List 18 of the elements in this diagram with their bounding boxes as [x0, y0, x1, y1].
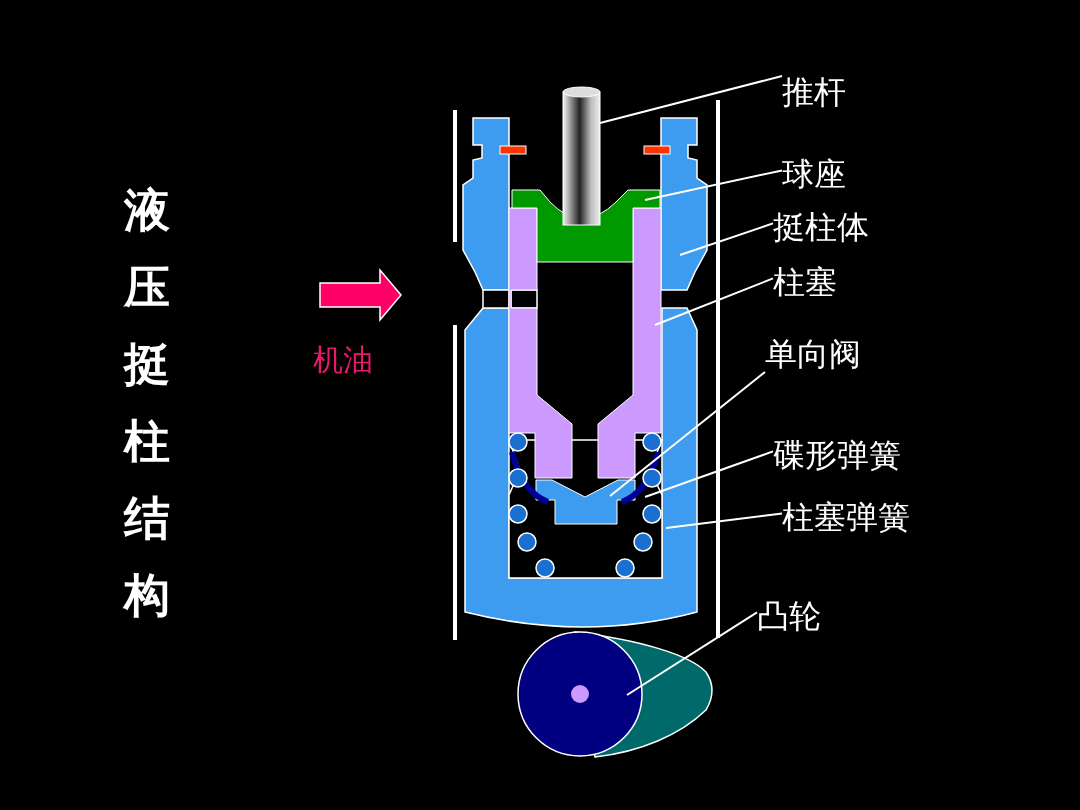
leader-line — [644, 169, 783, 201]
title: 液压挺柱结构 — [124, 182, 171, 624]
part-label: 挺柱体 — [773, 209, 869, 245]
leader-line — [654, 277, 774, 326]
part-label: 单向阀 — [765, 336, 861, 372]
part-label: 球座 — [782, 156, 846, 192]
oil-label: 机油 — [313, 343, 373, 377]
part-label: 碟形弹簧 — [773, 437, 901, 473]
leader-line — [609, 371, 766, 497]
part-label: 凸轮 — [757, 598, 821, 634]
part-label: 柱塞弹簧 — [782, 499, 910, 535]
leader-line — [665, 512, 783, 529]
leader-line — [599, 75, 783, 124]
leader-line — [644, 450, 774, 498]
leader-line — [679, 222, 774, 256]
leader-line — [626, 611, 758, 696]
part-label: 推杆 — [782, 74, 846, 110]
part-label: 柱塞 — [773, 264, 837, 300]
